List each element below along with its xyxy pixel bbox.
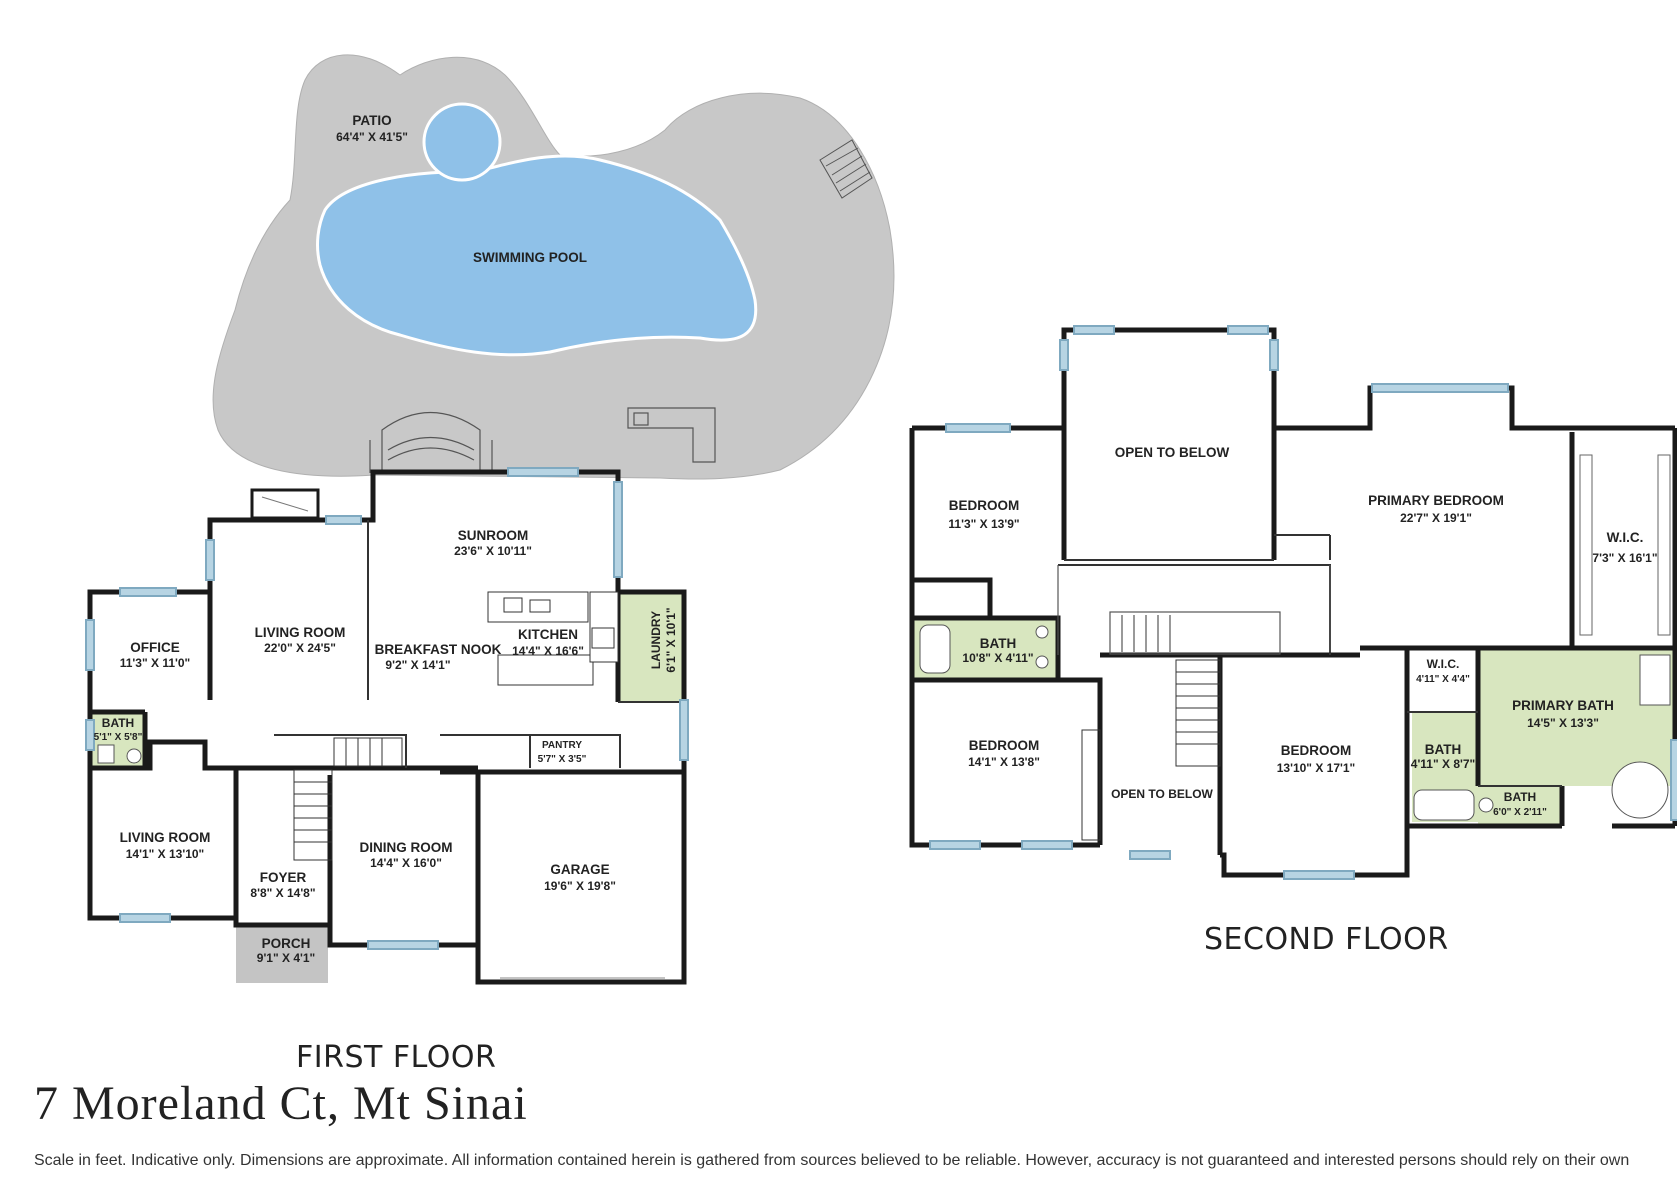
- first-floor-title: FIRST FLOOR: [296, 1040, 497, 1075]
- kitchen-fixtures: [487, 591, 619, 686]
- porch-floor: [236, 925, 328, 983]
- bath-dims: 5'1" X 5'8": [94, 732, 143, 743]
- bath-1-name: BATH: [980, 636, 1017, 651]
- laundry-name: LAUNDRY: [649, 611, 663, 669]
- wic-2-dims: 4'11" X 4'4": [1416, 674, 1470, 685]
- pool-name: SWIMMING POOL: [473, 250, 587, 265]
- bath-3-name: BATH: [1504, 790, 1536, 804]
- bedroom-2-name: BEDROOM: [969, 738, 1040, 753]
- second-floor-railing: [1057, 565, 1331, 655]
- pantry-dims: 5'7" X 3'5": [538, 754, 587, 765]
- primary-bath-dims: 14'5" X 13'3": [1527, 716, 1599, 730]
- patio-name: PATIO: [352, 113, 391, 128]
- breakfast-nook-dims: 9'2" X 14'1": [385, 658, 450, 672]
- living-room-2-name: LIVING ROOM: [120, 830, 211, 845]
- living-room-1-dims: 22'0" X 24'5": [264, 641, 336, 655]
- second-floor-stairs: [1081, 615, 1221, 841]
- foyer-name: FOYER: [260, 870, 307, 885]
- first-floor-bath-fixtures: [97, 744, 142, 764]
- foyer-dims: 8'8" X 14'8": [250, 886, 315, 900]
- second-floor-windows: [929, 325, 1677, 880]
- bath-name: BATH: [102, 716, 134, 730]
- wic-1-name: W.I.C.: [1607, 530, 1644, 545]
- wic-2-name: W.I.C.: [1427, 657, 1460, 671]
- bath-2-dims: 4'11" X 8'7": [1411, 757, 1475, 771]
- dining-room-name: DINING ROOM: [360, 840, 453, 855]
- office-name: OFFICE: [130, 640, 180, 655]
- patio-dims: 64'4" X 41'5": [336, 130, 408, 144]
- sunroom-dims: 23'6" X 10'11": [454, 544, 532, 558]
- open-to-below-1: OPEN TO BELOW: [1115, 445, 1230, 460]
- sunroom-name: SUNROOM: [458, 528, 529, 543]
- bedroom-2-dims: 14'1" X 13'8": [968, 755, 1040, 769]
- first-floor-walls: [87, 469, 687, 985]
- bath-3-dims: 6'0" X 2'11": [1493, 807, 1547, 818]
- bedroom-1-name: BEDROOM: [949, 498, 1020, 513]
- spa-tub: [422, 102, 502, 182]
- primary-bedroom-name: PRIMARY BEDROOM: [1368, 493, 1504, 508]
- disclaimer-text: Scale in feet. Indicative only. Dimensio…: [34, 1152, 1630, 1169]
- property-address: 7 Moreland Ct, Mt Sinai: [34, 1077, 528, 1130]
- porch-dims: 9'1" X 4'1": [257, 951, 315, 965]
- second-floor-plan: [909, 325, 1677, 880]
- bath-1-dims: 10'8" X 4'11": [962, 651, 1033, 665]
- primary-bath-name: PRIMARY BATH: [1512, 698, 1614, 713]
- patio-stairs: [819, 139, 873, 199]
- wic-1-dims: 7'3" X 16'1": [1592, 551, 1657, 565]
- second-floor-bath-fixtures: [919, 624, 1671, 821]
- kitchen-dims: 14'4" X 16'6": [512, 644, 584, 658]
- second-floor-title: SECOND FLOOR: [1204, 922, 1449, 957]
- bedroom-3-name: BEDROOM: [1281, 743, 1352, 758]
- laundry-dims: 6'1" X 10'1": [664, 607, 678, 672]
- first-floor-windows: [85, 467, 689, 950]
- outdoor-kitchen: [627, 407, 716, 463]
- living-room-1-name: LIVING ROOM: [255, 625, 346, 640]
- bedroom-3-dims: 13'10" X 17'1": [1277, 761, 1355, 775]
- porch-name: PORCH: [262, 936, 311, 951]
- first-floor-plan: [85, 54, 895, 985]
- bedroom-1-dims: 11'3" X 13'9": [948, 517, 1019, 531]
- patio-steps: [369, 412, 493, 473]
- first-floor-thin-walls: [274, 520, 684, 768]
- wic-shelving: [1579, 454, 1671, 636]
- open-to-below-2: OPEN TO BELOW: [1111, 787, 1213, 801]
- kitchen-name: KITCHEN: [518, 627, 578, 642]
- room-labels: PATIO 64'4" X 41'5" SWIMMING POOL SUNROO…: [94, 113, 1658, 965]
- first-floor-stairs: [293, 737, 403, 861]
- swimming-pool: [316, 154, 758, 357]
- pantry-name: PANTRY: [542, 740, 582, 751]
- laundry-floor: [618, 592, 684, 702]
- primary-bedroom-dims: 22'7" X 19'1": [1400, 511, 1472, 525]
- breakfast-nook-name: BREAKFAST NOOK: [375, 642, 502, 657]
- second-floor-walls: [909, 327, 1677, 878]
- bath-2-name: BATH: [1425, 742, 1462, 757]
- dining-room-dims: 14'4" X 16'0": [370, 856, 442, 870]
- living-room-2-dims: 14'1" X 13'10": [126, 847, 204, 861]
- garage-dims: 19'6" X 19'8": [544, 879, 616, 893]
- garage-name: GARAGE: [550, 862, 609, 877]
- office-dims: 11'3" X 11'0": [120, 656, 190, 670]
